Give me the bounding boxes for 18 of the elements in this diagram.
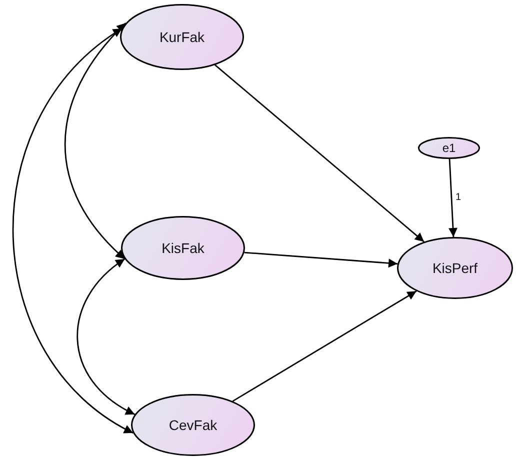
ellipse-node xyxy=(131,394,255,456)
ellipse-node xyxy=(121,216,245,280)
arrow xyxy=(214,64,424,242)
ellipse-node xyxy=(120,4,244,70)
double-headed-arrow xyxy=(64,22,126,260)
double-headed-arrow xyxy=(76,258,136,415)
node-label: KisPerf xyxy=(431,260,479,276)
node-label: CevFak xyxy=(168,417,218,433)
double-headed-arrow xyxy=(12,28,134,434)
edge-label: 1 xyxy=(456,192,462,203)
node-label: KisFak xyxy=(160,240,206,256)
ellipse-node xyxy=(397,237,513,299)
arrow xyxy=(244,252,398,268)
ellipse-node xyxy=(418,137,480,159)
arrow xyxy=(232,290,417,402)
node-label: KurFak xyxy=(158,29,206,45)
arrow xyxy=(448,158,458,238)
node-label: e1 xyxy=(441,141,457,155)
